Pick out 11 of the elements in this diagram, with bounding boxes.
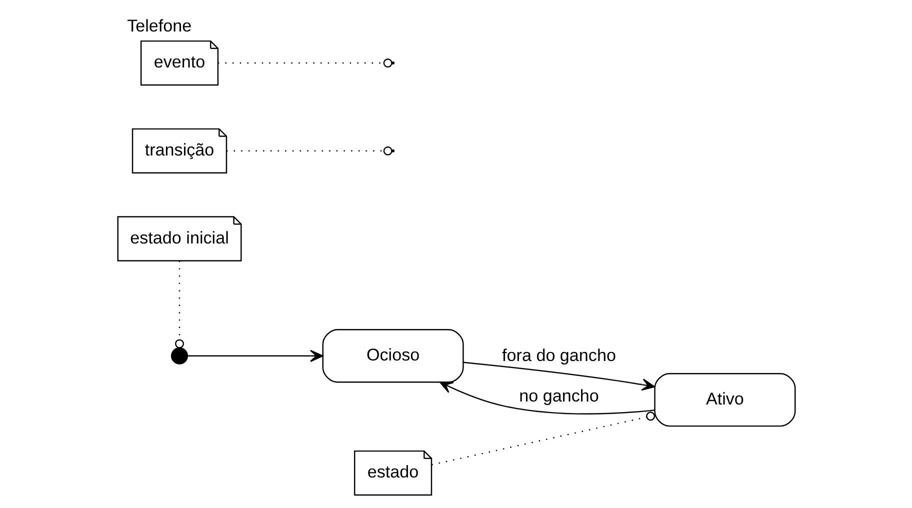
connector: [431, 412, 655, 466]
arrow: [438, 382, 654, 414]
arrow: [187, 350, 323, 362]
diagram-title: Telefone: [126, 16, 192, 36]
node-box: Ativo: [654, 372, 796, 427]
node-box: Ocioso: [322, 329, 464, 383]
edge-label: no gancho: [518, 386, 598, 406]
connector: [174, 260, 184, 348]
arrow: [462, 362, 655, 391]
edge-label: fora do gancho: [502, 346, 616, 366]
node-circle: [170, 347, 188, 364]
